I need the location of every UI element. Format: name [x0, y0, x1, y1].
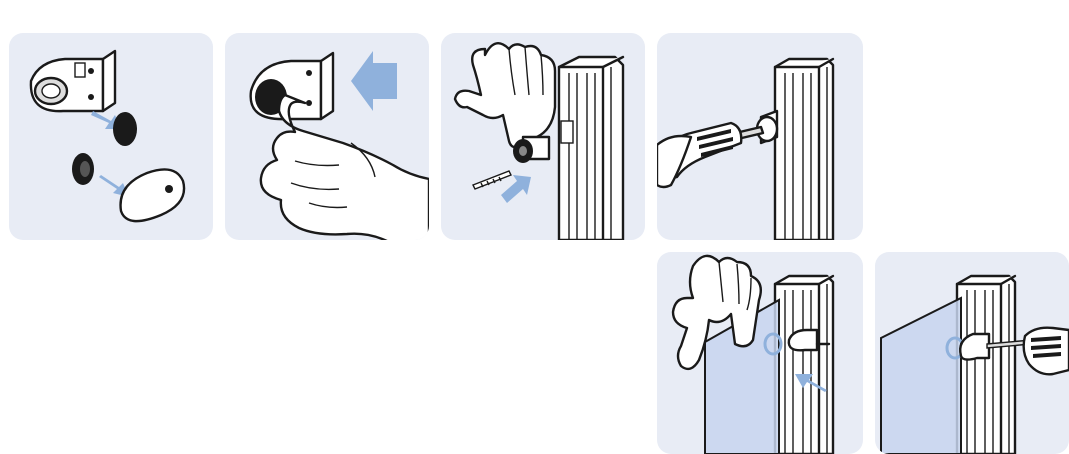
- cover-cap-icon: [121, 169, 185, 221]
- hand-icon: [455, 43, 555, 147]
- step-5-illustration: [657, 252, 863, 454]
- step-3-illustration: [441, 33, 645, 240]
- step-5-panel: [657, 252, 863, 454]
- glass-panel-icon: [881, 298, 963, 454]
- profile-post-icon: [957, 276, 1015, 454]
- clamp-body-icon: [960, 334, 989, 360]
- step-6-illustration: [875, 252, 1069, 454]
- step-2-illustration: [225, 33, 429, 240]
- screwdriver-icon: [657, 123, 763, 187]
- hand-icon: [261, 95, 429, 240]
- profile-post-icon: [775, 59, 833, 240]
- arrow-icon: [351, 51, 397, 111]
- step-1-illustration: [9, 33, 213, 240]
- step-6-panel: [875, 252, 1069, 454]
- clamp-body-icon: [513, 137, 549, 163]
- step-1-panel: [9, 33, 213, 240]
- clamp-body-icon: [251, 53, 333, 119]
- arrow-icon: [501, 175, 531, 203]
- profile-post-icon: [775, 276, 833, 454]
- step-2-panel: [225, 33, 429, 240]
- clamp-body-icon: [31, 51, 115, 111]
- step-4-illustration: [657, 33, 863, 240]
- step-4-panel: [657, 33, 863, 240]
- screw-icon: [473, 171, 511, 189]
- profile-post-icon: [559, 57, 623, 240]
- step-3-panel: [441, 33, 645, 240]
- rubber-pad-icon: [72, 112, 137, 185]
